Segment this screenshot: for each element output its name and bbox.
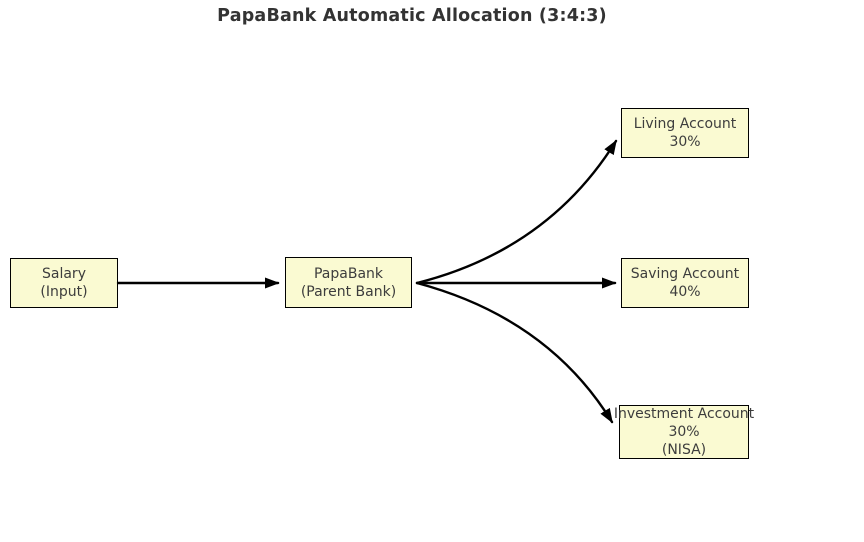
node-label: Saving Account <box>630 266 740 282</box>
node-label: (NISA) <box>661 442 707 458</box>
node-label: Investment Account <box>613 406 755 422</box>
node-saving-account: Saving Account 40% <box>621 258 749 308</box>
node-label: (Input) <box>40 284 88 300</box>
node-label: PapaBank <box>313 265 384 282</box>
node-label: Living Account <box>633 116 737 132</box>
diagram-title: PapaBank Automatic Allocation (3:4:3) <box>217 6 607 26</box>
node-papabank: PapaBank (Parent Bank) <box>285 257 412 308</box>
node-living-account: Living Account 30% <box>621 108 749 158</box>
node-label: 40% <box>669 284 701 300</box>
node-investment-account: Investment Account 30% (NISA) <box>614 405 754 459</box>
node-label: (Parent Bank) <box>300 283 397 300</box>
arrow-papabank-to-investment <box>415 281 614 424</box>
node-label: Salary <box>42 266 86 282</box>
node-label: 30% <box>669 134 701 150</box>
node-salary: Salary (Input) <box>10 258 118 308</box>
arrow-papabank-to-living <box>415 139 618 285</box>
node-label: 30% <box>668 424 700 440</box>
